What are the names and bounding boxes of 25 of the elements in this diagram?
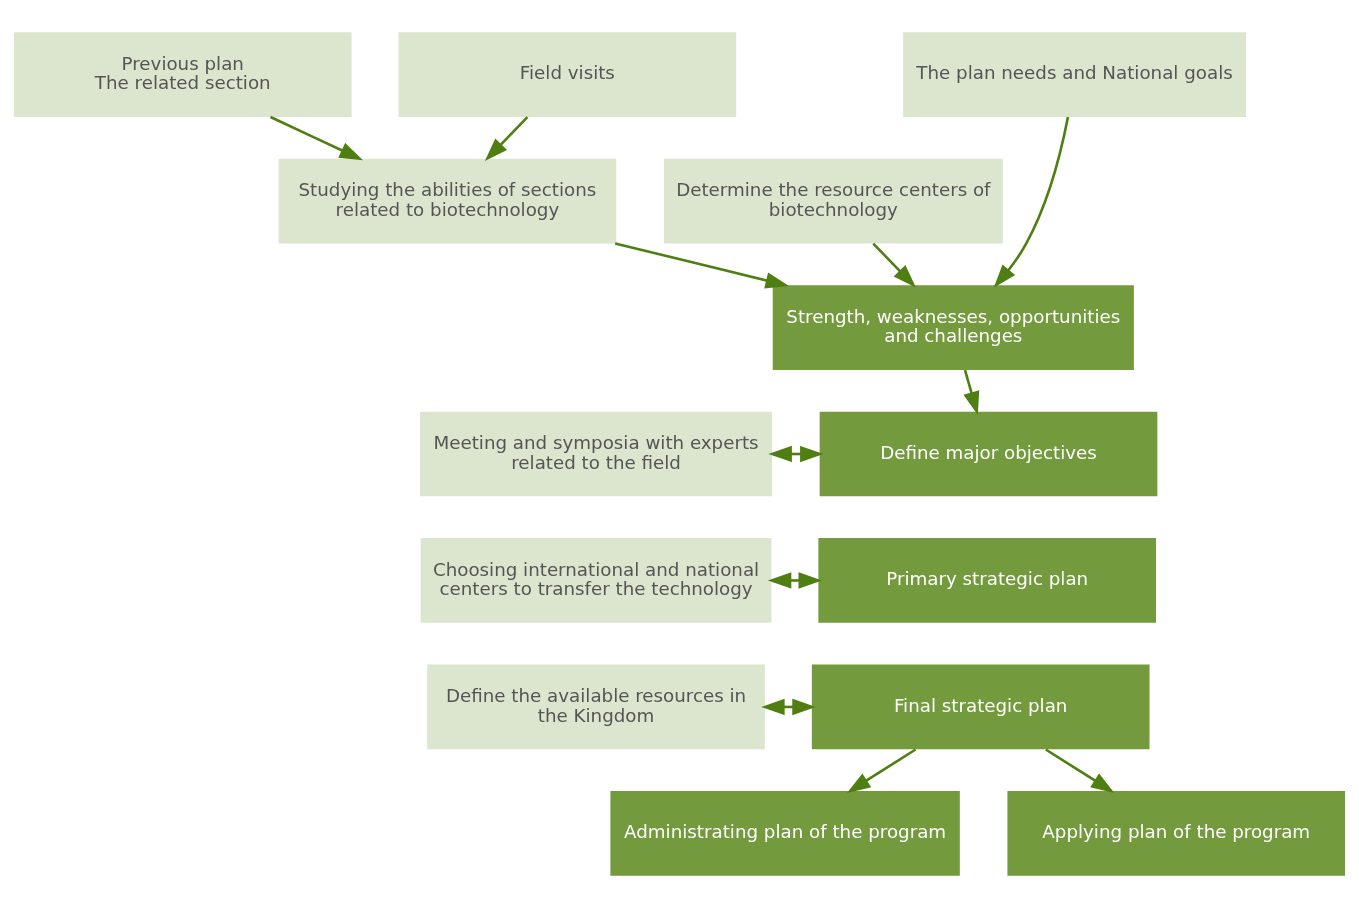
node-box: Define major objectives — [819, 411, 1158, 497]
arrow — [761, 698, 816, 716]
node-box: Define the available resources in the Kingdom — [427, 664, 765, 750]
node-box: Meeting and symposia with experts related to the field — [420, 411, 773, 497]
node-box: Primary strategic plan — [818, 538, 1157, 623]
node-box: Field visits — [398, 32, 737, 117]
node-box: Studying the abilities of sections related to biotechnology — [278, 158, 617, 244]
node-box: Final strategic plan — [811, 664, 1150, 750]
arrow — [963, 369, 980, 415]
arrow — [484, 116, 529, 162]
node-box: Choosing international and national centers to transfer the technology — [420, 538, 772, 623]
arrow — [767, 572, 822, 589]
arrow — [872, 242, 916, 288]
arrow — [846, 748, 917, 793]
node-box: The plan needs and National goals — [903, 32, 1246, 117]
node-box: Determine the resource centers of biotechnology — [663, 158, 1003, 244]
arrow — [993, 116, 1070, 288]
arrow — [768, 445, 824, 463]
arrow — [614, 242, 789, 289]
arrow — [269, 115, 363, 161]
node-box: Administrating plan of the program — [610, 791, 960, 876]
node-box: Previous plan The related section — [13, 32, 352, 117]
node-box: Applying plan of the program — [1007, 791, 1346, 876]
node-box: Strength, weaknesses, opportunities and challenges — [772, 285, 1134, 370]
arrow — [1045, 748, 1115, 793]
